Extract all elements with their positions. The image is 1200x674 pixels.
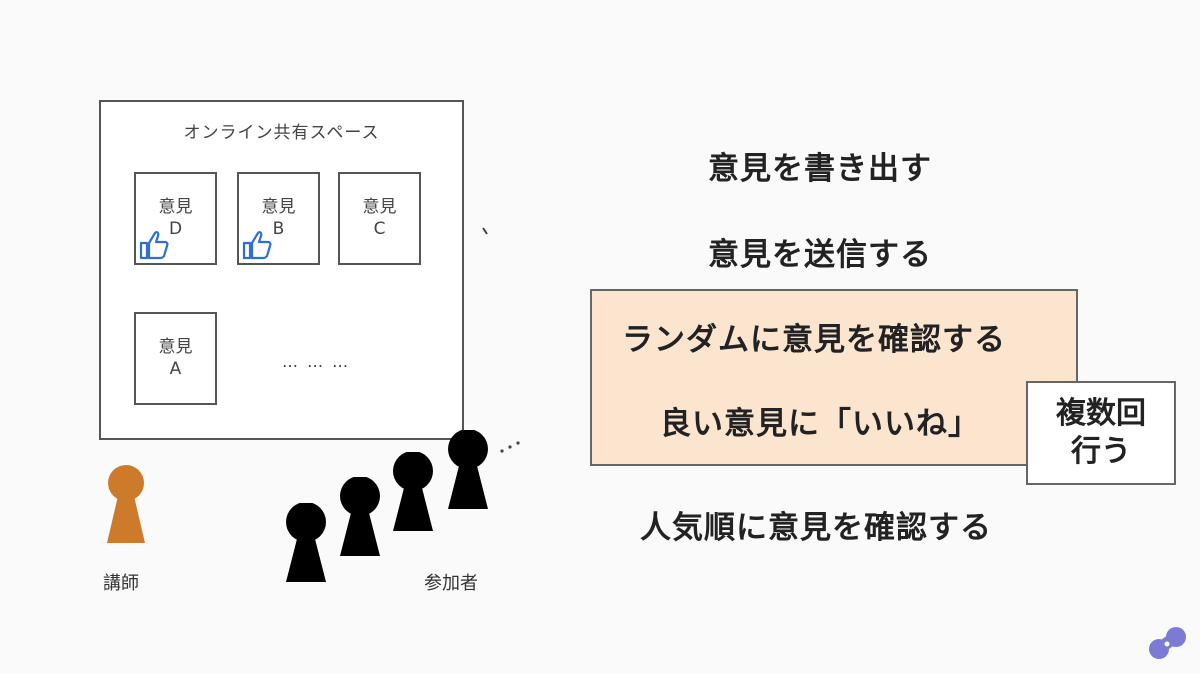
opinion-card-label: 意見 (261, 197, 296, 217)
opinion-card-letter: A (169, 359, 182, 379)
opinion-card-label: 意見 (362, 197, 397, 217)
repeat-note-line2: 行う (1071, 434, 1131, 469)
stray-mark (482, 227, 488, 235)
opinion-card-letter: B (272, 219, 285, 239)
opinion-card-d: 意見 D (134, 172, 217, 265)
thumbs-up-icon (139, 231, 169, 260)
participant-figure (286, 503, 326, 582)
opinion-card-b: 意見 B (237, 172, 320, 265)
thumbs-up-icon (242, 231, 272, 260)
participant-figure (393, 452, 433, 531)
step-like-good-opinions: 良い意見に「いいね」 (660, 406, 980, 442)
instructor-figure (107, 465, 145, 543)
step-review-by-popularity: 人気順に意見を確認する (640, 510, 992, 546)
opinion-card-c: 意見 C (338, 172, 421, 265)
step-review-random: ランダムに意見を確認する (622, 322, 1006, 358)
opinion-card-letter: C (373, 219, 386, 239)
participant-figure (340, 477, 380, 556)
step-send-opinions: 意見を送信する (708, 237, 932, 273)
brand-logo-icon (1149, 627, 1186, 659)
continuation-dots (500, 441, 520, 453)
participants-label: 参加者 (424, 573, 478, 594)
opinion-card-letter: D (168, 219, 183, 239)
repeat-note-line1: 複数回 (1056, 396, 1146, 431)
more-opinions-ellipsis: … … … (282, 352, 351, 371)
repeated-steps-highlight (590, 289, 1078, 466)
opinion-card-label: 意見 (158, 337, 193, 357)
opinion-card-a: 意見 A (134, 312, 217, 405)
participant-figure (448, 430, 488, 509)
step-write-opinions: 意見を書き出す (708, 151, 932, 187)
shared-space-title: オンライン共有スペース (183, 123, 380, 143)
opinion-card-label: 意見 (158, 197, 193, 217)
repeat-note-box: 複数回 行う (1026, 381, 1176, 485)
instructor-label: 講師 (103, 573, 139, 594)
